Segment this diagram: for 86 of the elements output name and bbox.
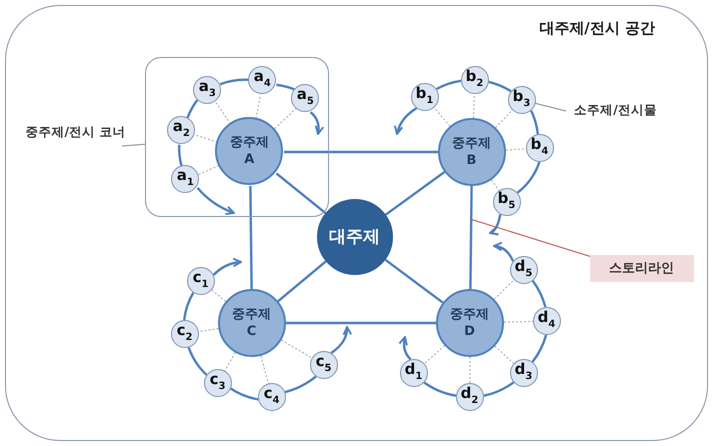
dotted-line [194, 134, 218, 142]
item-circle: c$_{1}$ [186, 266, 214, 294]
item-circle: a$_{5}$ [291, 84, 320, 112]
arc-line [230, 387, 258, 400]
leader-line [121, 143, 145, 146]
dotted-line [503, 320, 533, 322]
arc-line [530, 110, 538, 134]
item-circle: c$_{5}$ [310, 350, 338, 378]
topic-circle: 중주제 C [218, 288, 286, 356]
curved-arrow [488, 214, 501, 234]
arc-line [516, 161, 540, 194]
dotted-line [224, 352, 236, 371]
item-circle: c$_{3}$ [204, 368, 232, 396]
dotted-line [198, 164, 219, 174]
item-circle: a$_{4}$ [248, 66, 276, 94]
connector-line [275, 172, 326, 214]
main-topic-circle: 대주제 [316, 198, 392, 274]
item-circle: a$_{1}$ [171, 165, 200, 194]
connector-line [248, 185, 252, 289]
dotted-line [214, 102, 231, 124]
callout-label: 중주제/전시 코너 [18, 122, 134, 144]
arc-line [187, 346, 207, 376]
connector-line [286, 321, 436, 324]
dotted-line [255, 94, 260, 119]
exhibition-space-frame [5, 5, 708, 441]
arc-line [483, 380, 514, 396]
curved-arrow [196, 186, 234, 214]
corner-box [144, 56, 328, 216]
arc-line [435, 79, 461, 90]
item-circle: c$_{2}$ [170, 320, 198, 348]
item-circle: a$_{2}$ [167, 116, 196, 144]
item-circle: c$_{4}$ [258, 382, 286, 410]
arc-line [182, 292, 194, 320]
connector-line [384, 258, 444, 304]
storyline-label: 스토리라인 [590, 254, 694, 282]
arc-line [531, 334, 547, 362]
dotted-line [504, 148, 526, 150]
connector-line [468, 185, 472, 289]
space-heading: 대주제/전시 공간 [539, 19, 655, 38]
dotted-line [274, 108, 296, 129]
connector-line [284, 150, 438, 153]
item-circle: b$_{1}$ [410, 82, 438, 110]
dotted-line [494, 109, 512, 128]
topic-circle: 중주제 A [215, 117, 284, 186]
arc-line [531, 280, 546, 307]
dotted-line [472, 93, 474, 118]
connector-line [276, 260, 326, 302]
topic-circle: 중주제 B [438, 118, 506, 186]
dotted-line [423, 344, 445, 364]
dotted-line [433, 106, 450, 126]
item-circle: b$_{2}$ [460, 66, 488, 94]
dotted-line [280, 339, 312, 358]
arc-line [284, 374, 316, 393]
item-circle: d$_{4}$ [532, 306, 560, 334]
item-circle: b$_{4}$ [526, 134, 554, 162]
dotted-line [198, 328, 218, 332]
arc-line [276, 83, 296, 90]
dotted-line [494, 345, 514, 364]
item-circle: d$_{3}$ [510, 358, 538, 386]
curved-arrow [492, 242, 514, 262]
item-circle: b$_{3}$ [508, 86, 536, 114]
item-circle: d$_{5}$ [510, 256, 538, 284]
curved-arrow [398, 336, 411, 360]
item-circle: b$_{5}$ [492, 188, 520, 216]
leader-line [534, 102, 566, 111]
dotted-line [210, 288, 226, 302]
arc-line [177, 144, 182, 166]
curved-arrow [330, 326, 352, 354]
curved-arrow [309, 110, 324, 134]
arc-line [488, 80, 512, 92]
dotted-line [493, 278, 514, 300]
dotted-line [490, 178, 499, 190]
topic-circle: 중주제 D [436, 288, 504, 356]
item-circle: a$_{3}$ [193, 76, 222, 104]
curved-arrow [394, 106, 417, 134]
dotted-line [260, 354, 268, 384]
arc-line [186, 98, 198, 118]
arc-line [219, 78, 249, 85]
curved-arrow [212, 257, 242, 276]
connector-line [384, 170, 445, 216]
dotted-line [469, 356, 470, 383]
item-circle: d$_{2}$ [456, 382, 484, 410]
leader-line [469, 218, 592, 257]
arc-line [423, 380, 456, 396]
item-circle: d$_{1}$ [400, 358, 428, 386]
callout-label: 소주제/전시물 [566, 100, 666, 122]
